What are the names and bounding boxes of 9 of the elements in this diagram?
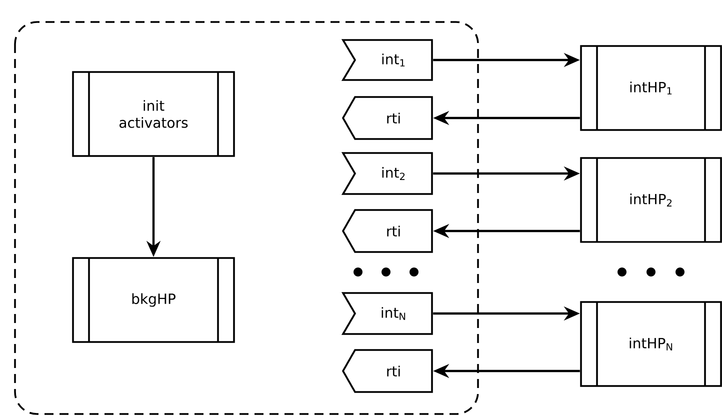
process-box: intHP$_{N}$	[580, 301, 722, 387]
process-box: bkgHP	[72, 257, 235, 343]
process-box: init activators	[72, 71, 235, 157]
input-tag: int$_{N}$	[341, 292, 433, 335]
dashed-boundary	[14, 21, 479, 415]
process-box: intHP$_{2}$	[580, 157, 722, 243]
input-tag: int$_{2}$	[341, 152, 433, 195]
process-box: intHP$_{1}$	[580, 45, 722, 131]
input-tag: int$_{1}$	[341, 39, 433, 81]
